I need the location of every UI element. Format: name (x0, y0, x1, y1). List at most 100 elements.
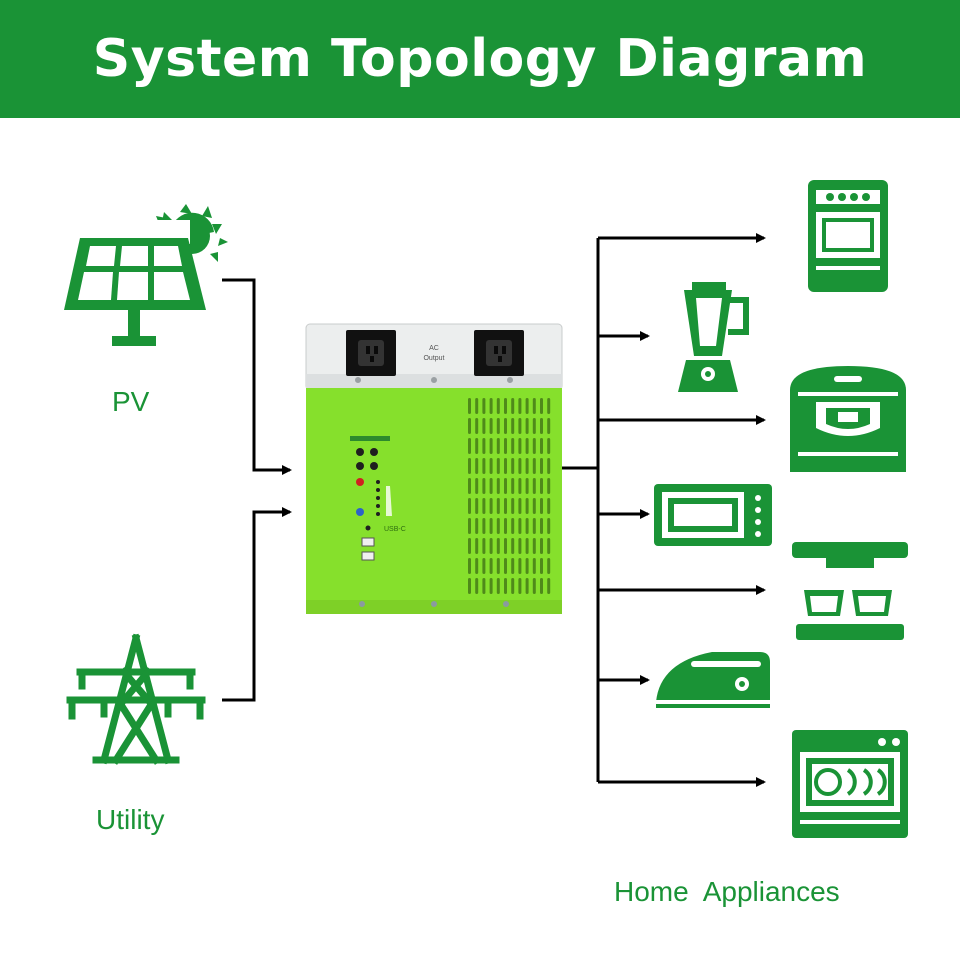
vent-slot (511, 418, 515, 434)
rice-cooker-icon (790, 366, 906, 472)
power-station-device: AC Output USB-C (305, 323, 563, 614)
vent-slot (475, 458, 479, 474)
ac-output-label-1: AC (429, 345, 439, 352)
vent-slot (525, 578, 529, 594)
vent-slot (525, 478, 529, 494)
vent-slot (511, 518, 515, 534)
home-appliances-label: Home Appliances (614, 876, 840, 907)
vent-slot (468, 538, 471, 554)
vent-slot (468, 478, 471, 494)
vent-slot (496, 478, 500, 494)
vent-slot (504, 498, 507, 514)
vent-slot (511, 398, 515, 414)
vent-slot (547, 418, 551, 434)
vent-slot (532, 558, 536, 574)
vent-slot (504, 398, 507, 414)
vent-slot (496, 418, 500, 434)
vent-slot (468, 458, 471, 474)
page-title: System Topology Diagram (92, 29, 868, 89)
vent-slot (489, 538, 493, 554)
vent-slot (489, 518, 493, 534)
vent-slot (518, 478, 522, 494)
vent-slot (518, 398, 522, 414)
vent-slot (540, 558, 543, 574)
vent-slot (547, 498, 551, 514)
vent-slot (532, 498, 536, 514)
vent-slot (489, 558, 493, 574)
vent-slot (532, 538, 536, 554)
vent-slot (511, 538, 515, 554)
vent-slot (540, 438, 543, 454)
vent-slot (496, 578, 500, 594)
vent-slot (475, 438, 479, 454)
vent-slot (475, 398, 479, 414)
dishwasher-icon (792, 730, 908, 838)
vent-slot (525, 438, 529, 454)
vent-slot (525, 398, 529, 414)
vent-slot (525, 538, 529, 554)
vent-slot (532, 478, 536, 494)
vent-slot (468, 578, 471, 594)
control-panel: USB-C (350, 436, 406, 561)
vent-slot (540, 498, 543, 514)
vent-grille (468, 398, 551, 594)
vent-slot (489, 398, 493, 414)
vent-slot (504, 478, 507, 494)
vent-slot (532, 398, 536, 414)
pv-label: PV (112, 386, 150, 417)
vent-slot (504, 558, 507, 574)
vent-slot (532, 458, 536, 474)
vent-slot (540, 578, 543, 594)
vent-slot (540, 518, 543, 534)
vent-slot (489, 498, 493, 514)
vent-slot (540, 398, 543, 414)
output-connectors (562, 233, 766, 787)
vent-slot (540, 418, 543, 434)
vent-slot (504, 438, 507, 454)
power-tower-icon (66, 633, 206, 765)
vent-slot (532, 578, 536, 594)
vent-slot (475, 478, 479, 494)
vent-slot (511, 498, 515, 514)
vent-slot (482, 538, 486, 554)
vent-slot (496, 498, 500, 514)
vent-slot (504, 518, 507, 534)
usb-c-label: USB-C (384, 526, 406, 533)
stove-icon (808, 180, 888, 292)
utility-label: Utility (96, 804, 165, 835)
vent-slot (475, 558, 479, 574)
vent-slot (482, 438, 486, 454)
vent-slot (468, 518, 471, 534)
vent-slot (540, 538, 543, 554)
vent-slot (525, 418, 529, 434)
vent-slot (511, 478, 515, 494)
vent-slot (496, 458, 500, 474)
vent-slot (547, 458, 551, 474)
vent-slot (525, 518, 529, 534)
vent-slot (518, 438, 522, 454)
vent-slot (482, 478, 486, 494)
vent-slot (511, 558, 515, 574)
vent-slot (482, 398, 486, 414)
vent-slot (468, 398, 471, 414)
vent-slot (496, 518, 500, 534)
vent-slot (540, 478, 543, 494)
vent-slot (504, 458, 507, 474)
vent-slot (482, 458, 486, 474)
vent-slot (547, 578, 551, 594)
vent-slot (511, 458, 515, 474)
vent-slot (468, 438, 471, 454)
microwave-icon (654, 484, 772, 546)
vent-slot (518, 558, 522, 574)
vent-slot (468, 558, 471, 574)
vent-slot (511, 438, 515, 454)
iron-icon (656, 652, 770, 708)
vent-slot (547, 518, 551, 534)
vent-slot (468, 418, 471, 434)
vent-slot (525, 458, 529, 474)
vent-slot (475, 518, 479, 534)
vent-slot (482, 518, 486, 534)
vent-slot (496, 538, 500, 554)
ac-socket-left (346, 330, 396, 376)
